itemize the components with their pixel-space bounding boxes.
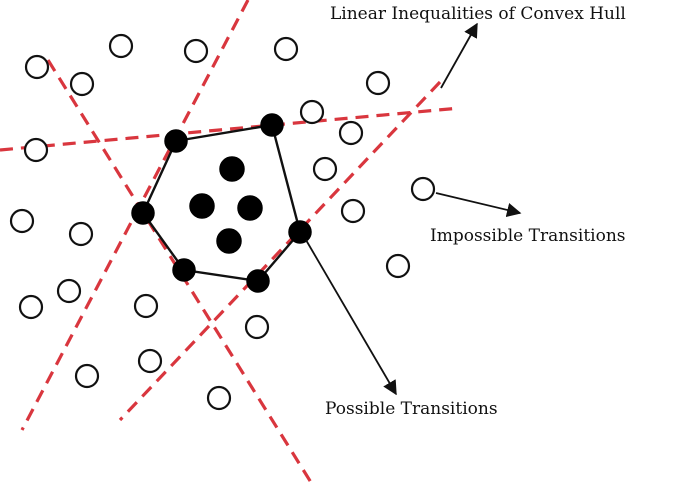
open-point — [9, 208, 35, 234]
open-point — [137, 348, 163, 374]
impossible-arrow — [435, 192, 522, 218]
possible-transitions-label: Possible Transitions — [325, 399, 498, 419]
hull-vertex-points — [131, 113, 312, 293]
interior-points — [189, 156, 263, 254]
open-point — [183, 38, 209, 64]
interior-point — [189, 193, 215, 219]
interior-point — [216, 228, 242, 254]
open-point — [385, 253, 411, 279]
hull-vertex-point — [260, 113, 284, 137]
hull-vertex-point — [172, 258, 196, 282]
open-point — [108, 33, 134, 59]
interior-point — [219, 156, 245, 182]
open-point — [69, 71, 95, 97]
hull-vertex-point — [164, 129, 188, 153]
open-point — [365, 70, 391, 96]
convex-hull-arrow — [440, 22, 478, 89]
hull-vertex-point — [288, 220, 312, 244]
open-point — [24, 54, 50, 80]
inequality-line-top-horizontal — [0, 106, 461, 152]
open-point — [18, 294, 44, 320]
impossible-transitions-label: Impossible Transitions — [430, 226, 626, 246]
open-point — [244, 314, 270, 340]
convex-hull-label: Linear Inequalities of Convex Hull — [330, 4, 626, 24]
hull-vertex-point — [246, 269, 270, 293]
open-point — [338, 120, 364, 146]
annotation-arrows — [305, 22, 522, 396]
open-point — [74, 363, 100, 389]
open-point — [340, 198, 366, 224]
convex-hull — [141, 123, 302, 283]
open-point — [56, 278, 82, 304]
open-point — [312, 156, 338, 182]
open-point — [273, 36, 299, 62]
open-point — [299, 99, 325, 125]
open-point — [410, 176, 436, 202]
inequality-line-right-ascending — [118, 80, 442, 422]
interior-point — [237, 195, 263, 221]
open-point — [206, 385, 232, 411]
convex-hull-polygon — [141, 123, 302, 283]
open-point — [68, 221, 94, 247]
open-point — [23, 137, 49, 163]
impossible-points — [9, 33, 436, 411]
possible-arrow — [305, 239, 397, 396]
hull-vertex-point — [131, 201, 155, 225]
open-point — [133, 293, 159, 319]
